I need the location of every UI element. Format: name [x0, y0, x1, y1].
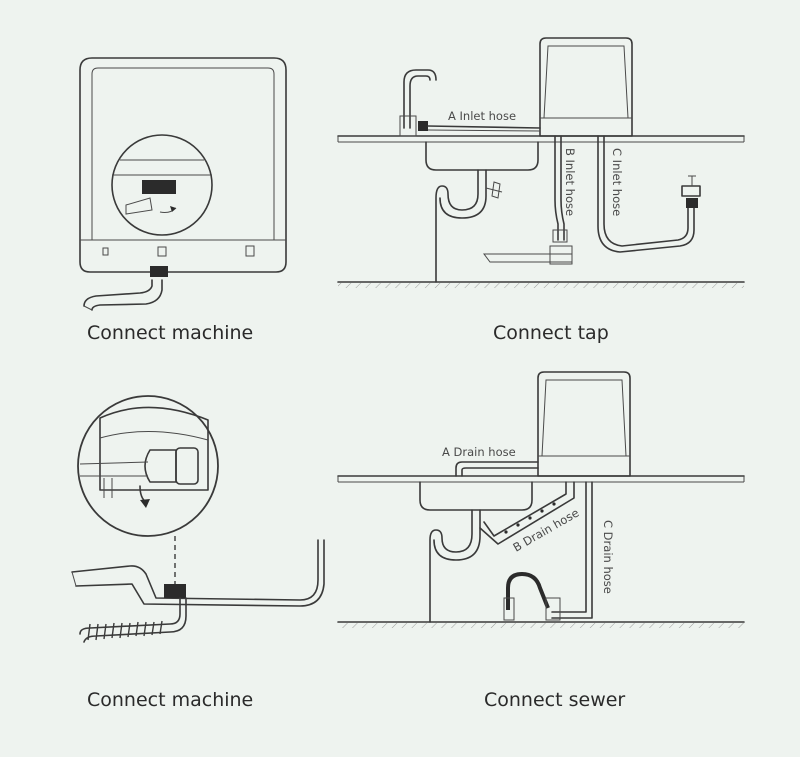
- hose-connector: [150, 266, 168, 277]
- inlet-port: [142, 180, 176, 194]
- panel-connect-machine-drain: [71, 395, 325, 643]
- drain-hose-a: [455, 461, 539, 477]
- panel-connect-sewer: A Drain hose B Drain hose C Drain hose: [337, 371, 745, 628]
- drain-trap-lower: [429, 509, 473, 623]
- sink-basin-lower: [419, 481, 533, 511]
- sink-basin: [425, 141, 539, 171]
- label-inlet-hose-a: A Inlet hose: [448, 109, 516, 123]
- caption-connect-sewer: Connect sewer: [484, 689, 626, 711]
- dishwasher: [539, 37, 633, 137]
- wall-tap: [681, 185, 701, 197]
- dishwasher-lower: [537, 371, 631, 477]
- valve-pipe: [483, 253, 573, 263]
- inlet-hose-b: [554, 135, 559, 241]
- drain-hose-c: [551, 481, 587, 613]
- drain-connector: [144, 449, 177, 483]
- drain-trap: [435, 169, 479, 283]
- machine-base: [71, 539, 319, 601]
- label-inlet-hose-b: B Inlet hose: [563, 148, 577, 216]
- drain-magnifier-circle: [77, 395, 219, 537]
- hose: [83, 279, 153, 307]
- coiled-drain-hose: [79, 597, 181, 635]
- panel-connect-tap: A Inlet hose B Inlet hose C Inlet hose: [337, 37, 745, 288]
- panel-connect-machine-back: [79, 57, 287, 311]
- caption-connect-machine-top: Connect machine: [87, 322, 254, 344]
- caption-connect-tap: Connect tap: [493, 322, 609, 344]
- inlet-hose-c: [597, 135, 695, 253]
- machine-body: [79, 57, 287, 273]
- machine-back-panel: [91, 67, 275, 241]
- label-inlet-hose-c: C Inlet hose: [610, 148, 624, 216]
- standpipe: [506, 571, 550, 610]
- label-drain-hose-c: C Drain hose: [601, 520, 615, 594]
- inlet-hose-a: [427, 125, 541, 129]
- label-drain-hose-a: A Drain hose: [442, 445, 516, 459]
- drain-hose-b: [483, 481, 567, 537]
- faucet: [403, 69, 437, 129]
- caption-connect-machine-bottom: Connect machine: [87, 689, 254, 711]
